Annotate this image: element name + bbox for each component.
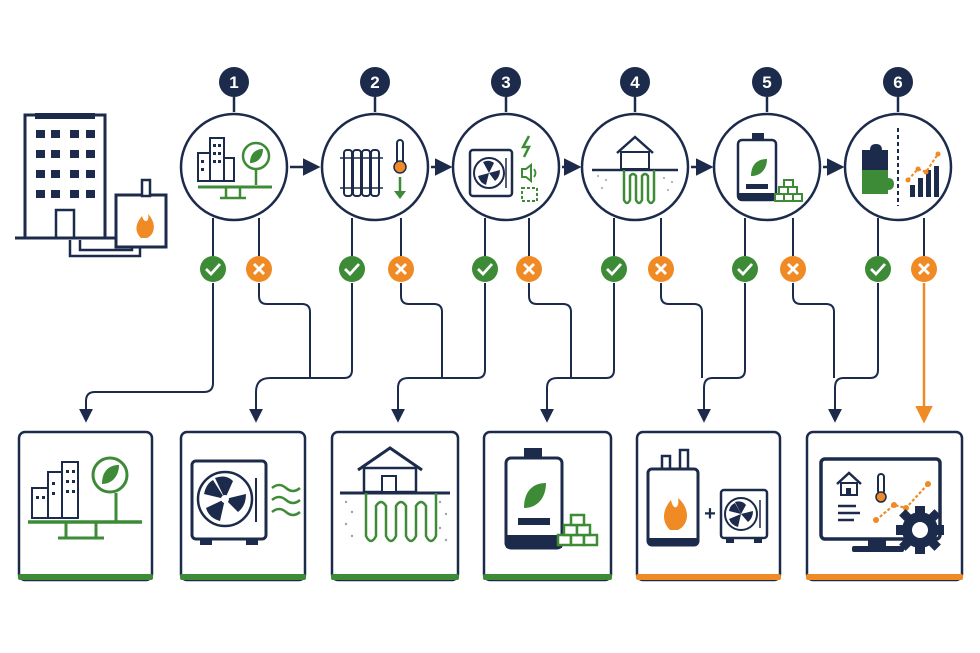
biomass-boiler-icon	[504, 448, 599, 550]
start-building-with-boiler-icon	[15, 113, 168, 258]
check-icon	[472, 256, 498, 282]
yes-routing-lines	[79, 283, 879, 423]
check-icon	[200, 256, 226, 282]
no-routing-lines	[258, 283, 835, 378]
step-5-biomass-boiler-icon	[712, 112, 822, 222]
outcome-hybrid-boiler-heat-pump-box: +	[635, 430, 782, 582]
step-3-air-source-heat-pump-icon	[451, 112, 561, 222]
step-1-number-badge: 1	[219, 67, 249, 97]
gas-boiler-icon	[646, 448, 700, 547]
outcome-district-heating-box	[17, 430, 154, 582]
step-3-number: 3	[501, 73, 510, 92]
outcome-smart-monitoring-box	[805, 430, 964, 582]
step-2-number: 2	[370, 73, 379, 92]
cross-icon	[516, 256, 542, 282]
yes-badges	[200, 256, 891, 282]
step-6-number-badge: 6	[883, 67, 913, 97]
heat-pump-icon	[719, 488, 769, 543]
step-1-district-heating-icon	[179, 112, 289, 222]
step-5-number-badge: 5	[752, 67, 782, 97]
check-icon	[339, 256, 365, 282]
cross-icon	[780, 256, 806, 282]
step-2-number-badge: 2	[360, 67, 390, 97]
cross-icon	[648, 256, 674, 282]
check-icon	[865, 256, 891, 282]
step-6-hybrid-puzzle-chart-icon	[843, 112, 953, 222]
smart-building-monitoring-icon	[819, 457, 944, 554]
yes-no-branch-lines	[212, 218, 925, 256]
step-2-radiator-temperature-icon	[320, 112, 430, 222]
check-icon	[732, 256, 758, 282]
step-6-number: 6	[893, 73, 902, 92]
no-badges	[246, 256, 937, 282]
step-4-ground-source-heat-pump-icon	[580, 112, 690, 222]
plus-sign: +	[704, 503, 716, 525]
district-heating-network-icon	[28, 456, 142, 540]
step-4-number: 4	[630, 73, 640, 92]
outcome-biomass-boiler-box	[482, 430, 613, 582]
step-4-number-badge: 4	[620, 67, 650, 97]
step-3-number-badge: 3	[491, 67, 521, 97]
step-1-number: 1	[229, 73, 238, 92]
outcome-ground-source-heat-pump-box	[330, 430, 460, 582]
cross-icon	[911, 256, 937, 282]
outcome-air-source-heat-pump-box	[179, 430, 307, 582]
gear-icon	[896, 506, 944, 554]
ground-source-heat-pump-icon	[340, 446, 450, 543]
cross-icon	[246, 256, 272, 282]
check-icon	[601, 256, 627, 282]
air-source-heat-pump-icon	[190, 459, 301, 545]
cross-icon	[388, 256, 414, 282]
step-5-number: 5	[762, 73, 771, 92]
